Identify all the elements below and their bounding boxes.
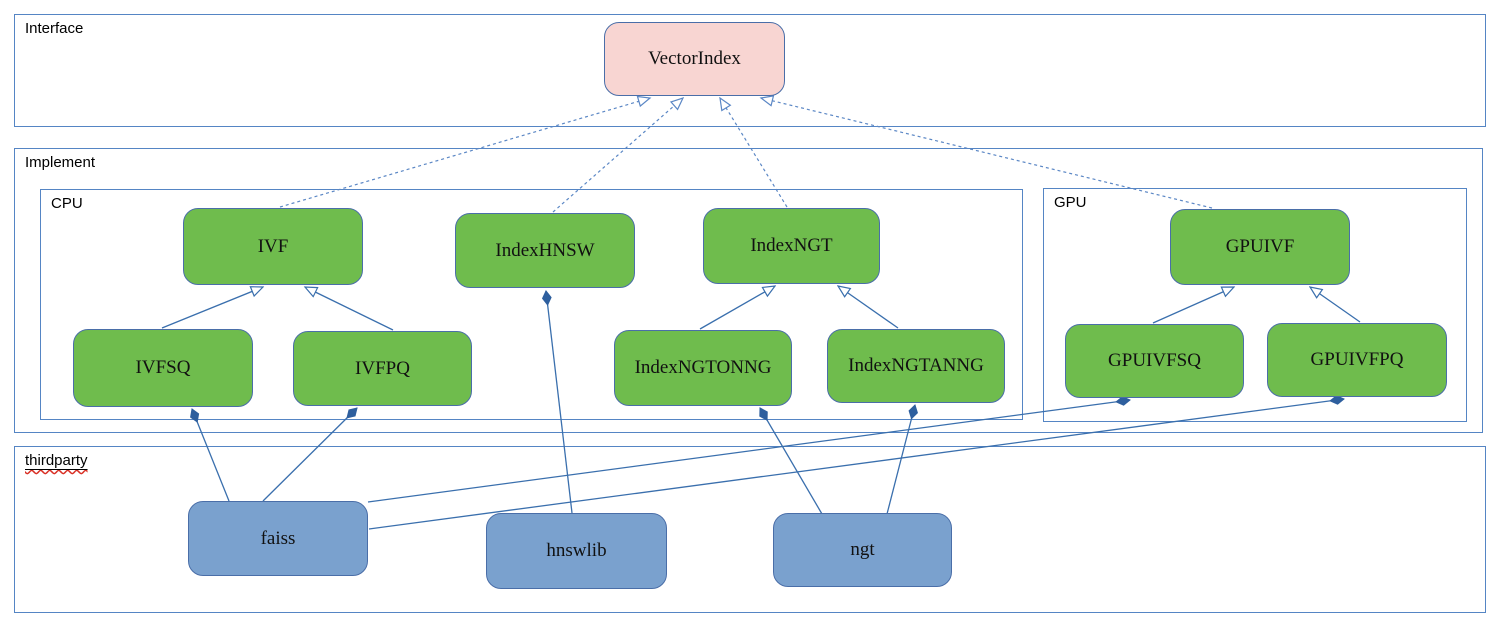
container-cpu-label: CPU xyxy=(51,195,83,212)
node-gpuivfpq[interactable]: GPUIVFPQ xyxy=(1267,323,1447,397)
node-faiss[interactable]: faiss xyxy=(188,501,368,576)
container-thirdparty-label: thirdparty xyxy=(25,452,88,469)
node-ivfpq[interactable]: IVFPQ xyxy=(293,331,472,406)
node-ngt[interactable]: ngt xyxy=(773,513,952,587)
node-hnswlib[interactable]: hnswlib xyxy=(486,513,667,589)
node-ivfsq[interactable]: IVFSQ xyxy=(73,329,253,407)
node-ivf[interactable]: IVF xyxy=(183,208,363,285)
node-indexngtonng[interactable]: IndexNGTONNG xyxy=(614,330,792,406)
container-implement-label: Implement xyxy=(25,154,96,171)
container-interface-label: Interface xyxy=(25,20,84,37)
node-indexngt[interactable]: IndexNGT xyxy=(703,208,880,284)
node-indexngtanng[interactable]: IndexNGTANNG xyxy=(827,329,1005,403)
container-thirdparty-label-text: thirdparty xyxy=(25,452,88,469)
node-vectorindex[interactable]: VectorIndex xyxy=(604,22,785,96)
node-gpuivfsq[interactable]: GPUIVFSQ xyxy=(1065,324,1244,398)
node-indexhnsw[interactable]: IndexHNSW xyxy=(455,213,635,288)
container-gpu-label: GPU xyxy=(1054,194,1087,211)
node-gpuivf[interactable]: GPUIVF xyxy=(1170,209,1350,285)
